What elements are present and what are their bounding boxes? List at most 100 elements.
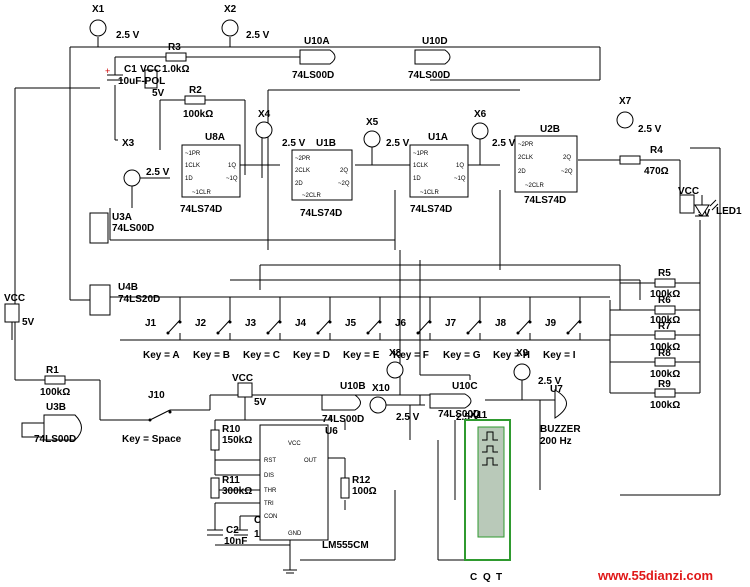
svg-text:1Q: 1Q <box>456 163 464 169</box>
flipflop-u8a: U8A 74LS74D ~1PR 1CLK 1D ~1CLR 1Q ~1Q <box>180 132 241 215</box>
switch-key: Key = H <box>493 350 530 361</box>
u10d-name: U10D <box>422 36 448 47</box>
u10c-part: 74LS00D <box>438 409 480 420</box>
probe-x5[interactable]: X5 2.5 V <box>363 117 410 149</box>
probe-x7-voltage: 2.5 V <box>638 124 662 135</box>
switch-key: Key = E <box>343 350 380 361</box>
svg-text:2Q: 2Q <box>340 168 348 174</box>
switch-key: Key = G <box>443 350 481 361</box>
svg-text:~2PR: ~2PR <box>518 142 534 148</box>
probe-x8[interactable]: X8 2.5 V <box>386 348 420 423</box>
u10b-name: U10B <box>340 381 366 392</box>
j10-key: Key = Space <box>122 434 182 445</box>
probe-x10-label: X10 <box>372 383 390 394</box>
probe-x7[interactable]: X7 2.5 V <box>616 96 662 135</box>
probe-x3: X3 <box>115 138 135 149</box>
probe-x10-voltage: 2.5 V <box>456 412 480 423</box>
gate-u10c: U10C 74LS00D <box>429 381 480 420</box>
r4-value: 470Ω <box>644 166 669 177</box>
r5-name: R5 <box>658 268 671 279</box>
probe-x4[interactable]: X4 2.5 V <box>255 109 306 149</box>
svg-text:2Q: 2Q <box>563 155 571 161</box>
probe-x8-voltage: 2.5 V <box>396 412 420 423</box>
u8a-part: 74LS74D <box>180 204 222 215</box>
capacitor-c2: C2 10nF <box>207 525 247 547</box>
vcc-led-voltage: 5V <box>698 208 711 219</box>
u3a-name: U3A <box>112 212 132 223</box>
switch-key: Key = D <box>293 350 330 361</box>
oscilloscope-xsc[interactable]: C Q T <box>464 419 511 583</box>
switch-name: J9 <box>545 318 557 329</box>
switch-name: J7 <box>445 318 457 329</box>
switch-name: J6 <box>395 318 407 329</box>
svg-text:2D: 2D <box>295 181 303 187</box>
svg-text:OUT: OUT <box>304 458 317 464</box>
svg-text:~2CLR: ~2CLR <box>302 193 322 199</box>
vcc-top-name: VCC <box>140 64 161 75</box>
r2-name: R2 <box>189 85 202 96</box>
gate-u10a: U10A 74LS00D <box>292 36 336 81</box>
probe-x9[interactable]: X9 2.5 V <box>513 348 562 387</box>
c2-value: 10nF <box>224 536 247 547</box>
svg-text:~1Q: ~1Q <box>454 176 466 182</box>
svg-text:1D: 1D <box>185 176 193 182</box>
svg-text:VCC: VCC <box>288 441 301 447</box>
svg-text:~1PR: ~1PR <box>185 151 201 157</box>
probe-x5-voltage: 2.5 V <box>386 138 410 149</box>
vcc-led-name: VCC <box>678 186 699 197</box>
r5-value: 100kΩ <box>650 289 680 300</box>
probe-x6[interactable]: X6 2.5 V <box>471 109 516 149</box>
r12-value: 100Ω <box>352 486 377 497</box>
u2b-part: 74LS74D <box>524 195 566 206</box>
u10c-name: U10C <box>452 381 478 392</box>
probe-x1[interactable]: X1 2.5 V <box>89 4 140 41</box>
u10a-part: 74LS00D <box>292 70 334 81</box>
probe-u8a-voltage-text: 2.5 V <box>146 167 170 178</box>
vcc-source-mid: VCC 5V <box>232 373 267 408</box>
probe-u8a-voltage: 2.5 V <box>123 167 170 187</box>
r12-name: R12 <box>352 475 371 486</box>
svg-text:2CLK: 2CLK <box>295 168 310 174</box>
r7-value: 100kΩ <box>650 342 680 353</box>
flipflop-u2b: U2B 74LS74D ~2PR 2CLK 2D ~2CLR 2Q ~2Q <box>514 124 578 206</box>
resistor-r5: R5 100kΩ <box>650 268 680 300</box>
probe-x10[interactable]: X10 2.5 V <box>369 383 480 423</box>
ground-symbol <box>283 569 297 574</box>
gate-u10d: U10D 74LS00D <box>408 36 451 81</box>
resistor-r8: R8 100kΩ <box>650 348 680 380</box>
probe-x1-voltage: 2.5 V <box>116 30 140 41</box>
u4b-name: U4B <box>118 282 138 293</box>
probe-x2-label: X2 <box>224 4 237 15</box>
switch-j10[interactable]: J10 Key = Space <box>122 390 182 445</box>
switch-name: J3 <box>245 318 257 329</box>
r6-name: R6 <box>658 295 671 306</box>
svg-text:~2PR: ~2PR <box>295 156 311 162</box>
resistor-r2: R2 100kΩ <box>183 85 213 120</box>
switch-name: J8 <box>495 318 507 329</box>
r3-name: R3 <box>168 42 181 53</box>
capacitor-c1: C1 10uF-POL + <box>105 64 165 87</box>
u6-part: LM555CM <box>322 540 369 551</box>
r7-name: R7 <box>658 321 671 332</box>
svg-text:RST: RST <box>264 458 276 464</box>
u1a-part: 74LS74D <box>410 204 452 215</box>
probe-x6-voltage: 2.5 V <box>492 138 516 149</box>
c1-name: C1 <box>124 64 137 75</box>
probe-x3-label: X3 <box>122 138 135 149</box>
probe-x2[interactable]: X2 2.5 V <box>221 4 270 41</box>
j10-name: J10 <box>148 390 165 401</box>
switch-name: J4 <box>295 318 307 329</box>
switch-key: Key = I <box>543 350 576 361</box>
svg-text:~1PR: ~1PR <box>413 151 429 157</box>
c2-name: C2 <box>226 525 239 536</box>
